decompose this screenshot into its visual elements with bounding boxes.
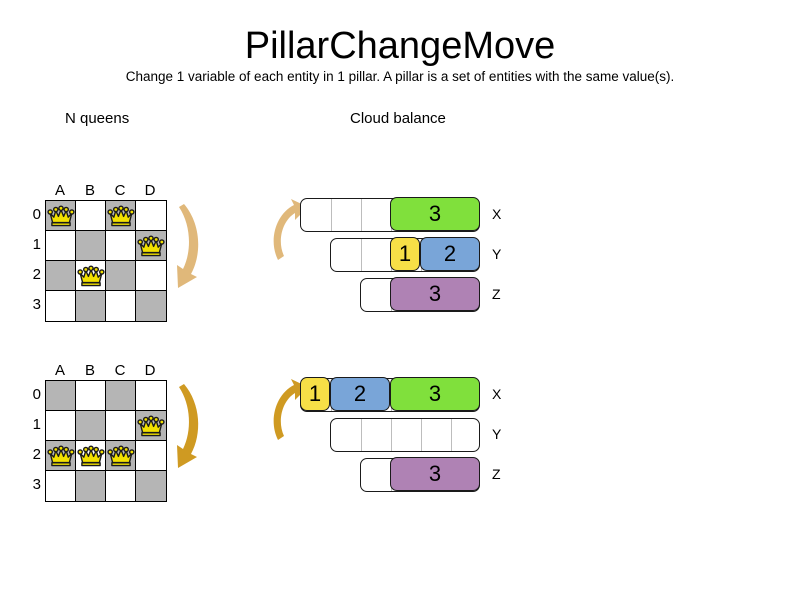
cloud-bar-segment-X-3[interactable]: 3 [390,197,480,231]
column-label-B: B [84,182,95,199]
cloud-computer-label-X: X [492,386,502,402]
row-label-3: 3 [32,296,41,313]
bar-cell-divider [451,419,452,451]
row-label-1: 1 [32,416,41,433]
board-row-labels: 0 1 2 3 [25,380,43,500]
board-cell-D0[interactable] [136,381,166,411]
cloud-bar-row-Y: 1 2 Y [330,237,510,272]
column-label-A: A [54,362,65,379]
board-cell-B1[interactable] [76,411,106,441]
nqueens-before-arrow-icon [168,198,208,293]
cloud-bar-segment-Y-1[interactable]: 1 [390,237,420,271]
queen-piece-B2[interactable] [77,444,105,468]
segment-value: 1 [308,381,322,406]
row-label-0: 0 [32,386,41,403]
row-label-1: 1 [32,236,41,253]
cloud-bar-segment-Z-3[interactable]: 3 [390,277,480,311]
board-cell-D3[interactable] [136,291,166,321]
segment-value: 3 [428,201,442,226]
board-column-labels: A B C D [45,182,165,200]
bar-cell-divider [421,419,422,451]
board-cell-A3[interactable] [46,291,76,321]
board-cell-A2[interactable] [46,261,76,291]
segment-value: 2 [443,241,457,266]
cloud-computer-label-Y: Y [492,246,502,262]
row-label-2: 2 [32,266,41,283]
board-cell-D2[interactable] [136,441,166,471]
cloud-bar-segment-X-1[interactable]: 1 [300,377,330,411]
column-label-D: D [144,182,156,199]
board-column-labels: A B C D [45,362,165,380]
board-cell-D0[interactable] [136,201,166,231]
cloud-computer-label-X: X [492,206,502,222]
page-title: PillarChangeMove [244,25,556,67]
board-cell-B1[interactable] [76,231,106,261]
queen-piece-D1[interactable] [137,234,165,258]
segment-value: 3 [428,281,442,306]
board-cell-A1[interactable] [46,411,76,441]
cloud-bar-row-Y: Y [330,418,510,452]
column-label-A: A [54,182,65,199]
column-label-C: C [114,362,126,379]
queen-piece-A0[interactable] [47,204,75,228]
board-cell-A0[interactable] [46,381,76,411]
board-cell-C1[interactable] [106,231,136,261]
cloud-bar-segment-X-3[interactable]: 3 [390,377,480,411]
board-cell-B3[interactable] [76,291,106,321]
segment-value: 3 [428,381,442,406]
queen-piece-C0[interactable] [107,204,135,228]
board-cell-B0[interactable] [76,201,106,231]
column-label-B: B [84,362,95,379]
bar-cell-divider [361,199,362,231]
segment-value: 3 [428,461,442,486]
cloud-bar-track-Y[interactable] [330,418,480,452]
board-cell-A1[interactable] [46,231,76,261]
board-cell-C0[interactable] [106,381,136,411]
page-subtitle: Change 1 variable of each entity in 1 pi… [125,69,675,84]
bar-cell-divider [361,239,362,271]
queen-piece-D1[interactable] [137,414,165,438]
cloud-computer-label-Y: Y [492,426,502,442]
bar-cell-divider [361,419,362,451]
column-label-D: D [144,362,156,379]
bar-cell-divider [331,199,332,231]
nqueens-after-arrow-icon [168,378,208,473]
section-heading-nqueens: N queens [65,110,130,127]
cloud-computer-label-Z: Z [492,286,501,302]
row-label-0: 0 [32,206,41,223]
board-cell-C1[interactable] [106,411,136,441]
queen-piece-C2[interactable] [107,444,135,468]
column-label-C: C [114,182,126,199]
row-label-2: 2 [32,446,41,463]
queen-piece-B2[interactable] [77,264,105,288]
cloud-bar-segment-Z-3[interactable]: 3 [390,457,480,491]
cloud-computer-label-Z: Z [492,466,501,482]
cloud-bar-segment-Y-2[interactable]: 2 [420,237,480,271]
board-cell-D3[interactable] [136,471,166,501]
segment-value: 2 [353,381,367,406]
segment-value: 1 [398,241,412,266]
cloud-bar-row-X: 1 2 3 X [300,377,510,412]
board-cell-A3[interactable] [46,471,76,501]
board-cell-D2[interactable] [136,261,166,291]
board-row-labels: 0 1 2 3 [25,200,43,320]
board-cell-C2[interactable] [106,261,136,291]
row-label-3: 3 [32,476,41,493]
board-cell-B0[interactable] [76,381,106,411]
bar-cell-divider [391,419,392,451]
board-cell-B3[interactable] [76,471,106,501]
chess-board [45,380,167,502]
board-cell-C3[interactable] [106,471,136,501]
chess-board [45,200,167,322]
queen-piece-A2[interactable] [47,444,75,468]
cloud-bar-segment-X-2[interactable]: 2 [330,377,390,411]
board-cell-C3[interactable] [106,291,136,321]
section-heading-cloud-balance: Cloud balance [350,110,446,127]
